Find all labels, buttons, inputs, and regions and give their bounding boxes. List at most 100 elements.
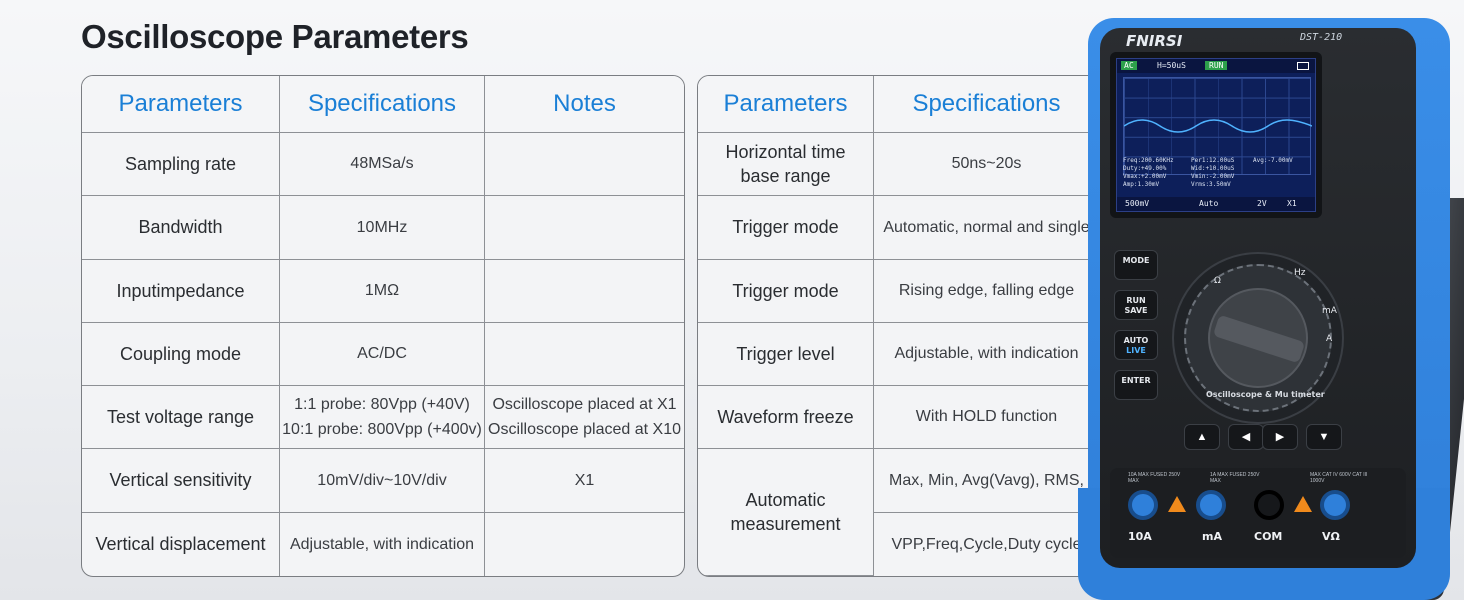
param-cell: Vertical sensitivity bbox=[82, 449, 280, 513]
spec-cell: Adjustable, with indication bbox=[280, 512, 485, 576]
table-row: Test voltage range 1:1 probe: 80Vpp (+40… bbox=[82, 386, 684, 450]
spec-cell: 48MSa/s bbox=[280, 133, 485, 197]
note-cell: Oscilloscope placed at X1 Oscilloscope p… bbox=[485, 386, 684, 450]
jack-label-ma: mA bbox=[1202, 530, 1222, 543]
note-line: Oscilloscope placed at X10 bbox=[488, 421, 681, 439]
meas-vmax: Vmax:+2.00mV bbox=[1123, 173, 1167, 180]
spec-cell: Rising edge, falling edge bbox=[874, 260, 1099, 323]
note-cell bbox=[485, 133, 684, 197]
dial-a-symbol: A bbox=[1326, 334, 1333, 344]
spec-cell: VPP,Freq,Cycle,Duty cycle bbox=[891, 535, 1082, 553]
mode-button[interactable]: MODE bbox=[1114, 250, 1158, 280]
auto-label: AUTO bbox=[1123, 336, 1149, 345]
meas-period: Per1:12.00uS bbox=[1191, 157, 1235, 164]
knob-grip bbox=[1212, 314, 1306, 364]
table-row: Automatic measurement Max, Min, Avg(Vavg… bbox=[698, 449, 1099, 576]
volts-div-readout: 500mV bbox=[1125, 199, 1150, 208]
dial-label: Oscilloscope & Mu timeter bbox=[1206, 390, 1325, 399]
battery-icon bbox=[1297, 62, 1309, 70]
table-row: Horizontal time base range 50ns~20s bbox=[698, 133, 1099, 197]
table-row: Vertical sensitivity 10mV/div~10V/div X1 bbox=[82, 449, 684, 513]
range-readout: 2V bbox=[1257, 199, 1267, 208]
spec-line: 10:1 probe: 800Vpp (+400v) bbox=[282, 421, 482, 439]
table-row: Waveform freeze With HOLD function bbox=[698, 386, 1099, 450]
jack-com[interactable] bbox=[1254, 490, 1284, 520]
device-screen: AC H=50uS RUN Freq:200.60KHz Per1:12.00u… bbox=[1116, 58, 1316, 212]
jack-ma[interactable] bbox=[1196, 490, 1226, 520]
jack-10a[interactable] bbox=[1128, 490, 1158, 520]
spec-cell: With HOLD function bbox=[874, 386, 1099, 450]
note-cell bbox=[485, 323, 684, 387]
spec-cell: 50ns~20s bbox=[874, 133, 1099, 197]
header-parameters: Parameters bbox=[82, 76, 280, 133]
rotary-dial[interactable]: Ω Hz mA A Oscilloscope & Mu timeter bbox=[1172, 252, 1344, 424]
warning-icon bbox=[1168, 496, 1186, 512]
enter-button[interactable]: ENTER bbox=[1114, 370, 1158, 400]
dial-knob[interactable] bbox=[1208, 288, 1308, 388]
waveform-grid bbox=[1123, 77, 1312, 175]
param-cell: Trigger level bbox=[698, 322, 874, 387]
param-cell: Trigger mode bbox=[698, 259, 874, 323]
param-cell: Horizontal time base range bbox=[698, 133, 874, 197]
meas-vrms: Vrms:3.50mV bbox=[1191, 181, 1231, 188]
param-cell: Waveform freeze bbox=[698, 386, 874, 450]
table-row: VPP,Freq,Cycle,Duty cycle bbox=[698, 513, 1099, 576]
table-row: Inputimpedance 1MΩ bbox=[82, 259, 684, 323]
save-label: SAVE bbox=[1124, 306, 1148, 315]
rating-10a: 10A MAX FUSED 250V MAX bbox=[1128, 472, 1181, 484]
param-cell: Vertical displacement bbox=[82, 512, 280, 576]
note-line: Oscilloscope placed at X1 bbox=[492, 395, 677, 413]
note-cell bbox=[485, 513, 684, 576]
spec-cell: 1MΩ bbox=[280, 259, 485, 323]
right-arrow-button[interactable]: ▶ bbox=[1262, 424, 1298, 450]
oscilloscope-device-image: FNIRSI DST-210 AC H=50uS RUN Freq:200.60… bbox=[1078, 18, 1464, 600]
param-line: base range bbox=[740, 166, 831, 187]
param-cell: Test voltage range bbox=[82, 386, 280, 450]
rating-ma: 1A MAX FUSED 250V MAX bbox=[1210, 472, 1260, 484]
spec-line: 1:1 probe: 80Vpp (+40V) bbox=[294, 395, 470, 413]
table-row: Trigger mode Rising edge, falling edge bbox=[698, 259, 1099, 323]
probe-readout: X1 bbox=[1287, 199, 1297, 208]
param-cell: Automatic measurement bbox=[698, 449, 874, 576]
table-row: Bandwidth 10MHz bbox=[82, 196, 684, 260]
device-face: FNIRSI DST-210 AC H=50uS RUN Freq:200.60… bbox=[1100, 28, 1416, 568]
meas-width: Wid:+10.00uS bbox=[1191, 165, 1235, 172]
left-arrow-button[interactable]: ◀ bbox=[1228, 424, 1264, 450]
model-label: DST-210 bbox=[1300, 32, 1343, 43]
trigger-mode-readout: Auto bbox=[1199, 199, 1219, 208]
page-title: Oscilloscope Parameters bbox=[81, 18, 469, 55]
meas-amp: Amp:1.30mV bbox=[1123, 181, 1160, 188]
dial-hz-symbol: Hz bbox=[1294, 268, 1306, 278]
param-cell: Bandwidth bbox=[82, 196, 280, 260]
param-line: measurement bbox=[730, 514, 841, 535]
rating-v: MAX CAT IV 600V CAT III 1000V bbox=[1310, 472, 1368, 484]
table-row: Sampling rate 48MSa/s bbox=[82, 133, 684, 197]
input-jack-panel: 10A mA COM VΩ 10A MAX FUSED 250V MAX 1A … bbox=[1110, 468, 1406, 558]
live-label: LIVE bbox=[1126, 346, 1146, 355]
warning-icon bbox=[1294, 496, 1312, 512]
param-line: Automatic bbox=[745, 489, 826, 510]
screen-bezel: AC H=50uS RUN Freq:200.60KHz Per1:12.00u… bbox=[1110, 52, 1322, 218]
spec-cell: AC/DC bbox=[280, 322, 485, 387]
dial-ma-symbol: mA bbox=[1322, 306, 1337, 316]
screen-status-bar: AC H=50uS RUN bbox=[1117, 59, 1315, 73]
header-parameters: Parameters bbox=[698, 76, 874, 133]
auto-button[interactable]: AUTO LIVE bbox=[1114, 330, 1158, 360]
table-header-row: Parameters Specifications bbox=[698, 76, 1099, 133]
table-row: Vertical displacement Adjustable, with i… bbox=[82, 512, 684, 576]
param-cell: Coupling mode bbox=[82, 322, 280, 387]
waveform-trace bbox=[1124, 119, 1312, 133]
trigger-specs-table: Parameters Specifications Horizontal tim… bbox=[697, 75, 1100, 577]
meas-vmin: Vmin:-2.00mV bbox=[1191, 173, 1235, 180]
brand-logo: FNIRSI bbox=[1126, 32, 1183, 50]
param-cell: Inputimpedance bbox=[82, 259, 280, 323]
table-row: Trigger level Adjustable, with indicatio… bbox=[698, 322, 1099, 387]
header-specifications: Specifications bbox=[280, 76, 485, 133]
spec-cell: 10MHz bbox=[280, 196, 485, 260]
down-arrow-button[interactable]: ▼ bbox=[1306, 424, 1342, 450]
run-save-button[interactable]: RUN SAVE bbox=[1114, 290, 1158, 320]
up-arrow-button[interactable]: ▲ bbox=[1184, 424, 1220, 450]
param-line: Horizontal time bbox=[725, 141, 846, 162]
spec-cell: 10mV/div~10V/div bbox=[280, 449, 485, 513]
jack-v-ohm[interactable] bbox=[1320, 490, 1350, 520]
